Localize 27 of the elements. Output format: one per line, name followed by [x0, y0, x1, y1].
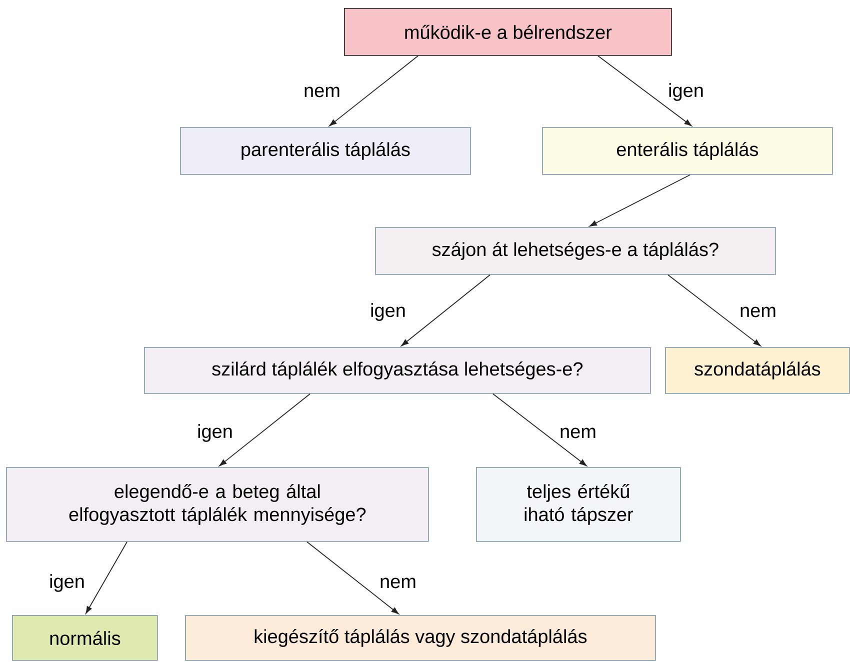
arrow: [589, 174, 690, 226]
process-box: parenterális táplálás: [180, 127, 471, 175]
edge-label: nem: [738, 306, 778, 318]
edge-label: nem: [378, 576, 418, 590]
process-box: szájon át lehetséges-e a táplálás?: [375, 227, 776, 275]
arrow: [598, 55, 692, 126]
process-box: teljes értékű iható tápszer: [476, 467, 681, 542]
arrow: [86, 541, 128, 614]
arrow: [306, 541, 399, 614]
edge-label: igen: [369, 302, 407, 322]
process-box: szilárd táplálék elfogyasztása lehetséges-e?: [144, 347, 651, 394]
edge-label: nem: [302, 86, 342, 98]
edge-label: igen: [48, 573, 86, 593]
arrow: [329, 55, 418, 126]
arrow: [492, 393, 587, 466]
arrow: [668, 274, 761, 346]
edge-label: igen: [196, 423, 234, 443]
process-box: szondatáplálás: [665, 347, 850, 394]
process-box: működik-e a bélrendszer: [344, 8, 672, 56]
arrow: [401, 274, 490, 346]
process-box: normális: [12, 615, 158, 661]
arrow: [219, 393, 310, 466]
edge-label: nem: [558, 426, 598, 440]
process-box: enterális táplálás: [542, 127, 833, 175]
process-box: elegendő-e a beteg által elfogyasztott táplálék mennyisége?: [6, 467, 429, 542]
process-box: kiegészítő táplálás vagy szondatáplálás: [185, 615, 656, 661]
edge-label: igen: [667, 82, 705, 102]
